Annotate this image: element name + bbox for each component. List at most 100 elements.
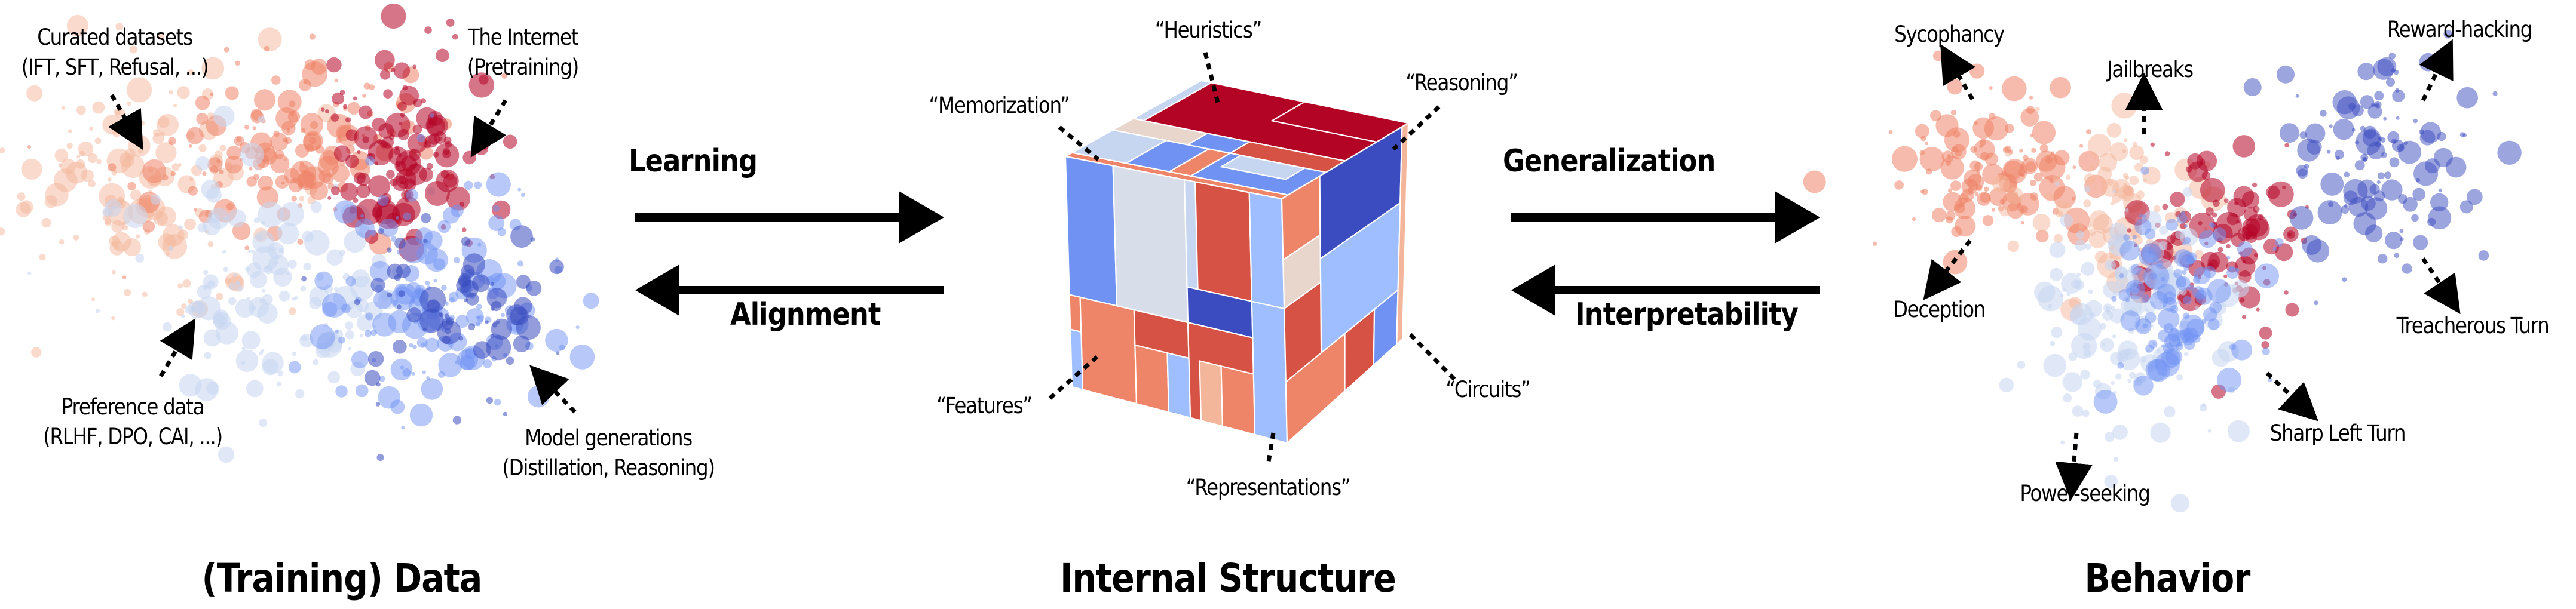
internet-point (345, 129, 358, 142)
power-seeking-point (2072, 405, 2084, 417)
model-generation-point (378, 228, 384, 235)
sycophancy-point (1989, 86, 1993, 90)
sharp-left-turn-point (2143, 214, 2147, 219)
treacherous-pointer (2421, 257, 2461, 315)
jailbreak-point (2035, 106, 2040, 112)
sycophancy-point (1958, 202, 1962, 207)
reward-hacking-point (2361, 196, 2376, 211)
internet-point (399, 122, 403, 126)
sharp-left-turn-point (2217, 367, 2242, 392)
preference-point (258, 201, 284, 228)
power-seeking-point (2090, 312, 2096, 318)
cube-right-cell (1396, 122, 1410, 346)
sharp-left-turn-point (2149, 291, 2168, 310)
sycophancy-point (1945, 210, 1956, 221)
reward-hacking-point (2295, 94, 2299, 98)
internet-point (405, 164, 427, 186)
model-generations-label: Model generations (Distillation, Reasoni… (502, 423, 715, 483)
curated-point (111, 220, 124, 233)
sycophancy-point (1984, 152, 1998, 166)
curated-point (181, 303, 186, 309)
sycophancy-point (1955, 216, 1976, 237)
cube-left-cell (1199, 360, 1224, 427)
jailbreak-point (2088, 228, 2096, 236)
model-generation-point (516, 315, 541, 340)
sycophancy-point (1891, 146, 1918, 172)
preference-point (241, 331, 261, 350)
power-seeking-point (1999, 377, 2014, 393)
reward-hacking-point (2320, 172, 2344, 196)
preference-point (241, 346, 246, 350)
sharp-left-turn-point (2229, 343, 2236, 350)
reward-hacking-point (2394, 253, 2400, 259)
power-seeking-point (2082, 410, 2090, 417)
model-generation-point (411, 371, 415, 376)
reward-hacking-point (2381, 179, 2403, 201)
preference-point (345, 330, 355, 340)
model-generation-point (310, 324, 335, 350)
power-seeking-point (2043, 353, 2067, 377)
curated-point (157, 113, 179, 136)
sycophancy-point (1991, 208, 1996, 212)
reward-hacking-point (2386, 78, 2395, 87)
sharp-left-turn-point (2182, 333, 2195, 346)
reward-hacking-point (2380, 137, 2386, 143)
sharp-left-turn-point (2134, 218, 2152, 235)
model-generation-point (372, 312, 397, 337)
internet-point (333, 145, 351, 162)
preference-point (236, 285, 243, 292)
curated-point (139, 121, 145, 126)
model-generation-point (442, 207, 460, 224)
model-generation-point (444, 313, 449, 318)
circuits-pointer (1405, 330, 1456, 381)
sharp-left-turn-point (2209, 222, 2214, 227)
curated-point (289, 307, 296, 315)
sycophancy-point (1943, 192, 1963, 212)
power-seeking-point (2115, 373, 2122, 380)
reward-hacking-point (2381, 152, 2387, 158)
internet-point (393, 62, 411, 79)
curated-point (235, 60, 240, 66)
model-generation-point (476, 304, 482, 310)
power-seeking-point (2054, 182, 2060, 186)
model-generation-point (400, 365, 405, 370)
curated-point (41, 218, 51, 228)
curated-point (81, 169, 94, 182)
sharp-left-turn-point (2173, 269, 2183, 278)
reward-hacking-point (2297, 168, 2308, 179)
curated-point (273, 130, 280, 137)
model-generation-point (364, 370, 381, 386)
sycophancy-point (1919, 146, 1944, 172)
jailbreak-point (2111, 93, 2137, 119)
sycophancy-point (1912, 217, 1916, 222)
internal-structure-title: Internal Structure (1060, 555, 1396, 601)
curated-point (142, 291, 148, 297)
sharp-left-turn-point (2119, 273, 2124, 278)
curated-point (304, 59, 316, 70)
curated-point (108, 163, 117, 172)
model-generation-point (394, 238, 406, 249)
sharp-left-turn-point (2185, 252, 2197, 264)
preference-point (213, 105, 235, 127)
jailbreak-point (2052, 175, 2059, 182)
model-generation-point (379, 376, 385, 382)
preference-point (222, 250, 226, 254)
preference-point (246, 380, 264, 398)
curated-point (188, 144, 192, 148)
power-seeking-point (2082, 343, 2091, 351)
reward-hacking-point (2425, 158, 2440, 174)
curated-point (173, 103, 177, 107)
model-generation-point (321, 293, 347, 318)
model-generation-point (301, 276, 307, 282)
model-generation-point (335, 330, 339, 334)
preference-point (191, 307, 197, 312)
curated-point (244, 125, 249, 130)
reward-hacking-point (2397, 144, 2405, 152)
preference-point (223, 267, 228, 272)
reward-hacking-point (2385, 232, 2403, 250)
power-seeking-point (2114, 457, 2119, 462)
jailbreak-point (2007, 240, 2019, 253)
reward-hacking-point (2357, 63, 2375, 81)
internet-point (424, 26, 432, 34)
preference-line2: (RLHF, DPO, CAI, ...) (43, 424, 223, 450)
